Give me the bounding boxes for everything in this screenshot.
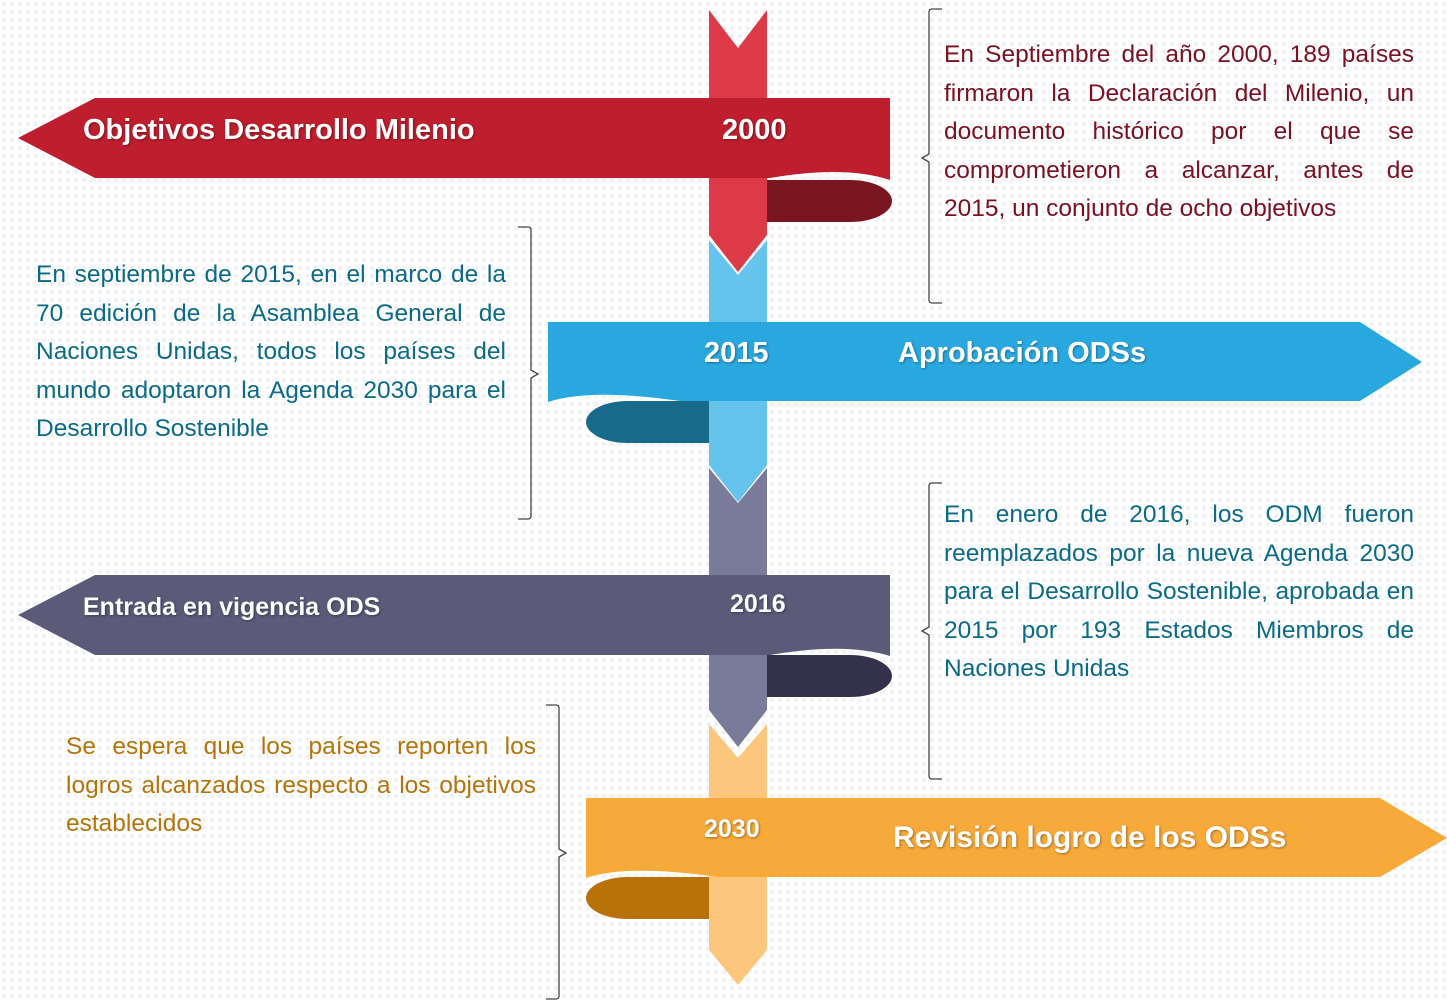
milestone-title-2030: Revisión logro de los ODSs (893, 821, 1287, 854)
ribbon-fold-2000 (767, 180, 892, 222)
ribbon-2030 (586, 798, 1447, 878)
ribbon-2000 (18, 98, 890, 180)
milestone-title-2000: Objetivos Desarrollo Milenio (83, 114, 475, 146)
year-label-2016: 2016 (730, 590, 786, 618)
milestone-title-2016: Entrada en vigencia ODS (83, 593, 381, 621)
bracket-2015 (518, 226, 540, 520)
description-2030: Se espera que los países reporten los lo… (66, 733, 536, 838)
description-2015: En septiembre de 2015, en el marco de la… (36, 261, 506, 443)
ribbon-fold-2030 (586, 877, 709, 919)
ribbon-fold-2015 (586, 401, 709, 443)
milestone-title-2015: Aprobación ODSs (898, 337, 1147, 369)
description-2016: En enero de 2016, los ODM fueron reempla… (944, 501, 1414, 683)
bracket-2030 (546, 704, 568, 1000)
description-2000: En Septiembre del año 2000, 189 países f… (944, 41, 1414, 223)
ribbon-fold-2016 (767, 655, 892, 697)
year-label-2000: 2000 (722, 114, 787, 146)
bracket-2000 (920, 8, 942, 304)
ribbon-2015 (548, 322, 1422, 402)
bracket-2016 (920, 482, 942, 780)
ribbon-2016 (18, 575, 890, 656)
year-label-2030: 2030 (704, 815, 760, 843)
year-label-2015: 2015 (704, 337, 769, 369)
